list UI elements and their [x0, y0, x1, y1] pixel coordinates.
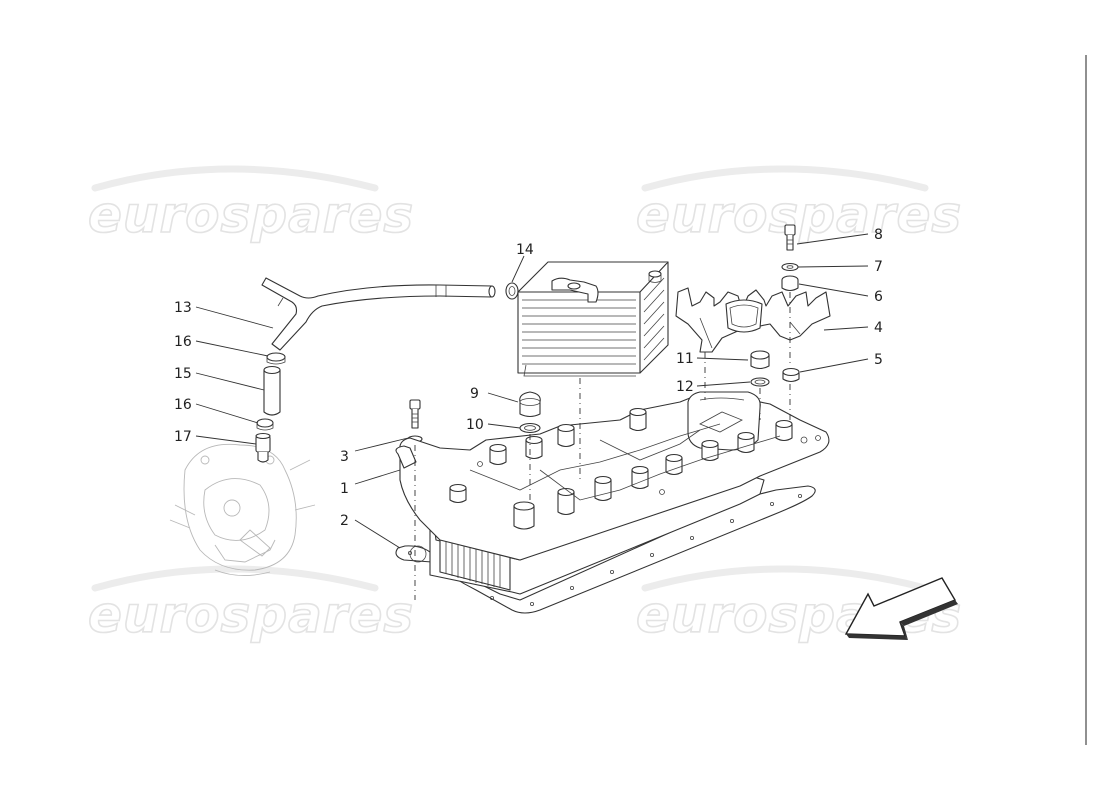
bolt-8	[784, 224, 796, 251]
callout-1: 1	[340, 481, 349, 497]
gasket-bracket	[675, 287, 831, 353]
callout-14: 14	[516, 242, 534, 258]
watermark-top-left: eurospares	[87, 165, 414, 245]
breather-fitting	[255, 432, 271, 463]
watermark-text: eurospares	[636, 186, 962, 244]
callouts: 13 16 15 16 17 14 9 10 3 1 2 11 12 8 7 6…	[174, 227, 883, 529]
leader-lines	[195, 233, 869, 549]
spacer-6	[781, 275, 799, 292]
callout-10: 10	[466, 417, 484, 433]
watermark-text: eurospares	[88, 586, 414, 644]
washer-7	[781, 262, 799, 272]
hose-clip-lower	[256, 418, 274, 431]
cap-9	[519, 391, 541, 418]
o-ring-10	[519, 422, 541, 434]
callout-8: 8	[874, 227, 883, 243]
callout-11: 11	[676, 351, 694, 367]
callout-16a: 16	[174, 334, 192, 350]
watermark-top-right: eurospares	[635, 165, 962, 245]
watermark-text: eurospares	[88, 186, 414, 244]
pipe-clamp	[505, 282, 519, 300]
ghost-engine-housing	[169, 443, 316, 576]
oil-sump-body	[395, 391, 830, 595]
callout-4: 4	[874, 320, 883, 336]
callout-13: 13	[174, 300, 192, 316]
callout-5: 5	[874, 352, 883, 368]
breather-pipe	[261, 277, 496, 351]
hose-piece	[263, 365, 281, 416]
callout-7: 7	[874, 259, 883, 275]
o-ring-12	[750, 377, 770, 387]
callout-9: 9	[470, 386, 479, 402]
alignment-lines	[414, 292, 791, 600]
callout-2: 2	[340, 513, 349, 529]
callout-15: 15	[174, 366, 192, 382]
screw-3	[407, 399, 423, 443]
watermark-bottom-left: eurospares	[87, 565, 414, 645]
oil-cooler	[517, 261, 669, 377]
callout-17: 17	[174, 429, 192, 445]
plug-11	[750, 350, 770, 370]
direction-arrow-icon	[844, 577, 958, 640]
bushing-5	[782, 367, 800, 383]
callout-12: 12	[676, 379, 694, 395]
callout-3: 3	[340, 449, 349, 465]
callout-6: 6	[874, 289, 883, 305]
callout-16b: 16	[174, 397, 192, 413]
hose-clip-upper	[266, 352, 286, 365]
